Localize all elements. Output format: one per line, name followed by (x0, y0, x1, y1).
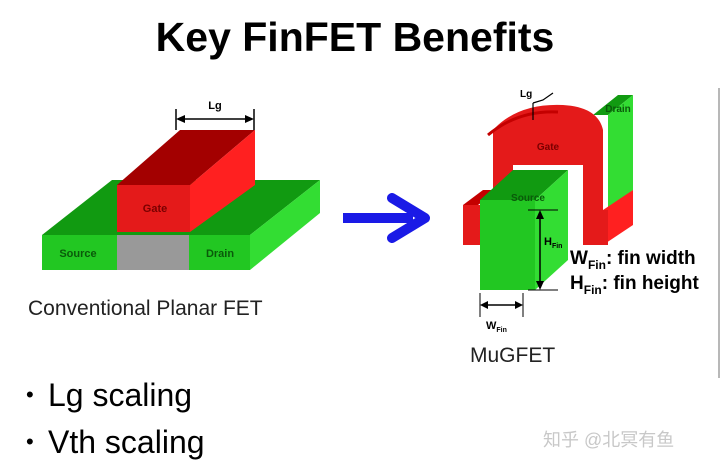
wfin-legend: WFin: fin width (570, 248, 696, 272)
right-arrow-icon (343, 193, 430, 243)
mugfet-diagram: Gate Drain Source HFin WFin Lg (463, 89, 633, 334)
lg-label: Lg (520, 89, 532, 100)
drain-label: Drain (206, 248, 234, 260)
planar-fet-diagram: Gate Source Drain Lg (42, 100, 320, 270)
bullet-icon: • (26, 428, 34, 454)
bullet-item: •Vth scaling (26, 424, 205, 460)
hfin-legend: HFin: fin height (570, 273, 699, 297)
watermark: 知乎 @北冥有鱼 (543, 430, 675, 450)
hfin-label: HFin (544, 236, 562, 250)
bullet-item: •Lg scaling (26, 377, 193, 413)
planar-caption: Conventional Planar FET (28, 297, 263, 320)
divider-line (718, 88, 720, 378)
source-label: Source (59, 248, 96, 260)
bullet-icon: • (26, 381, 34, 407)
lg-label: Lg (208, 100, 221, 112)
slide-title: Key FinFET Benefits (155, 14, 555, 60)
gate-label: Gate (143, 203, 167, 215)
wfin-label: WFin (486, 320, 507, 334)
drain-label: Drain (605, 104, 631, 115)
source-label: Source (511, 193, 545, 204)
gate-label: Gate (537, 142, 560, 153)
mugfet-caption: MuGFET (470, 344, 556, 367)
